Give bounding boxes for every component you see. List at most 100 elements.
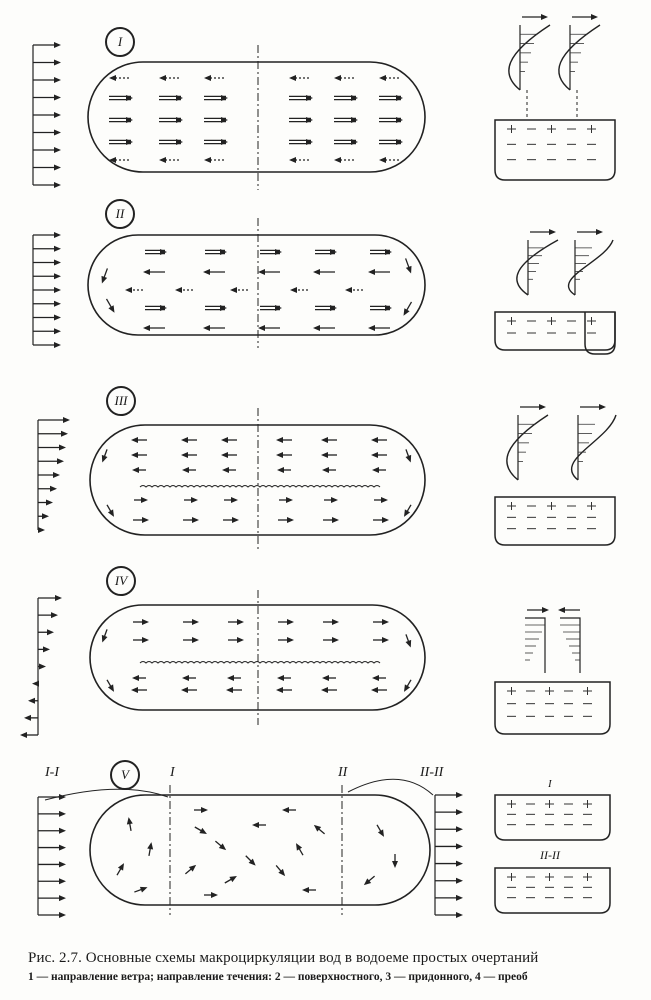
figure-caption-title: Рис. 2.7. Основные схемы макроциркуляции… [28, 950, 539, 966]
arrow-head [160, 249, 167, 255]
arrow-head [59, 794, 66, 800]
cross-section-box [494, 681, 611, 735]
arrow-head [351, 95, 358, 101]
velocity-profile-curve [558, 24, 601, 91]
arrow-head [54, 147, 61, 153]
arrow-head [143, 269, 150, 275]
arrow-head [392, 861, 398, 868]
arrow-head [332, 637, 339, 643]
arrow-head [59, 895, 66, 902]
velocity-profile-curve [508, 24, 551, 91]
arrow-head [456, 843, 463, 850]
arrow-head [313, 269, 320, 275]
arrow-head [54, 300, 61, 307]
velocity-profile-curve [516, 239, 559, 296]
arrow-head [142, 637, 149, 643]
arrow-head [54, 259, 61, 266]
arrow-head [286, 497, 293, 503]
arrow-head [405, 454, 412, 463]
leader-line [347, 778, 434, 796]
arrow-head [232, 517, 239, 523]
arrow-head [276, 452, 283, 458]
arrow-head [176, 95, 183, 101]
arrow-head [59, 912, 66, 918]
arrow-head [396, 117, 403, 123]
arrow-head [322, 467, 329, 473]
arrow-head [331, 497, 338, 503]
arrow-head [126, 95, 133, 101]
arrow-head [404, 509, 411, 517]
velocity-profile-curve [567, 239, 614, 296]
basin-outline [87, 234, 426, 336]
arrow-head [226, 687, 233, 693]
arrow-head [381, 497, 388, 503]
arrow-head [396, 139, 403, 145]
arrow-head [54, 42, 61, 48]
arrow-head [456, 826, 463, 833]
arrow-head [558, 607, 565, 613]
arrow-head [275, 249, 282, 255]
arrow-head [201, 807, 208, 813]
arrow-head [143, 325, 150, 331]
arrow-head [275, 305, 282, 311]
arrow-head [549, 229, 556, 235]
arrow-head [101, 275, 108, 284]
arrow-head [599, 404, 606, 410]
arrow-head [385, 305, 392, 311]
arrow-head [396, 95, 403, 101]
cross-section-box [494, 496, 616, 546]
arrow-head [221, 117, 228, 123]
arrow-head [108, 305, 115, 313]
arrow-head [141, 497, 148, 503]
arrow-head [321, 452, 328, 458]
arrow-head [351, 139, 358, 145]
arrow-head [306, 95, 313, 101]
arrow-head [221, 452, 228, 458]
arrow-head [229, 876, 237, 883]
scheme-label-1: I [105, 27, 135, 57]
arrow-head [54, 232, 61, 238]
arrow-head [204, 157, 211, 163]
arrow-head [227, 675, 234, 681]
cross-section-box [494, 867, 611, 914]
arrow-head [57, 458, 64, 465]
arrow-head [59, 810, 66, 817]
arrow-head [203, 269, 210, 275]
arrow-head [345, 287, 352, 293]
arrow-head [53, 472, 60, 478]
arrow-head [131, 437, 138, 443]
arrow-head [351, 117, 358, 123]
arrow-head [43, 646, 50, 653]
arrow-head [59, 878, 66, 885]
arrow-head [125, 287, 132, 293]
arrow-head [191, 497, 198, 503]
arrow-head [222, 467, 229, 473]
arrow-head [54, 112, 61, 118]
arrow-head [330, 249, 337, 255]
arrow-head [107, 509, 114, 517]
arrow-head [382, 637, 389, 643]
arrow-head [59, 827, 66, 834]
cross-section-box [494, 119, 616, 181]
arrow-head [287, 517, 294, 523]
arrow-head [182, 675, 189, 681]
cross-section-box [494, 794, 611, 841]
arrow-head [192, 637, 199, 643]
arrow-head [39, 663, 46, 670]
cross-section-box [494, 311, 616, 351]
arrow-head [456, 912, 463, 918]
arrow-head [50, 485, 57, 492]
boundary-wavy-line [139, 485, 381, 488]
arrow-head [330, 305, 337, 311]
arrow-head [142, 619, 149, 625]
arrow-head [382, 517, 389, 523]
arrow-head [405, 265, 412, 274]
arrow-head [220, 249, 227, 255]
arrow-head [126, 117, 133, 123]
arrow-head [368, 325, 375, 331]
arrow-head [371, 437, 378, 443]
arrow-head [371, 452, 378, 458]
arrow-head [237, 619, 244, 625]
leader-line [44, 788, 169, 801]
